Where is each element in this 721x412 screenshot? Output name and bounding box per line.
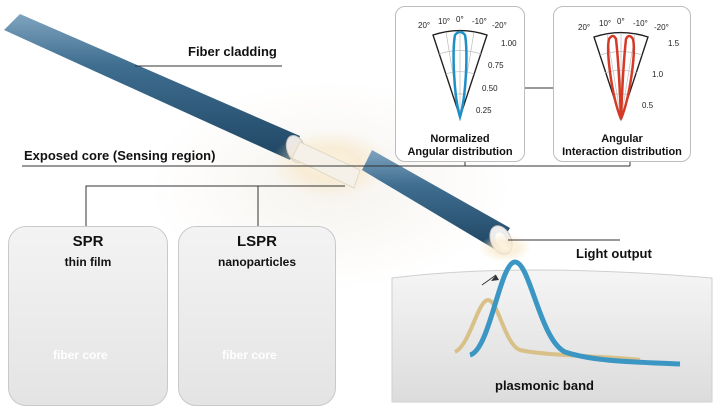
light-output-label: Light output [576, 246, 652, 261]
plasmonic-band-label: plasmonic band [495, 378, 594, 393]
radial-tick: 0.25 [476, 106, 492, 115]
output-glow [479, 234, 531, 262]
angle-tick: 10° [599, 19, 612, 28]
connector-lines [22, 65, 631, 241]
angle-tick: 0° [456, 15, 464, 24]
radial-tick: 1.5 [668, 39, 680, 48]
interaction-caption-line1: Angular [601, 133, 643, 145]
normalized-polar-plot [432, 29, 488, 122]
angle-tick: -20° [492, 21, 507, 30]
interaction-lobe-right [619, 34, 636, 120]
spr-panel: SPR thin film [8, 226, 168, 406]
plasmonic-band-area [391, 259, 713, 403]
radial-tick: 1.0 [652, 70, 664, 79]
radial-tick: 0.50 [482, 84, 498, 93]
fiber-cladding-label: Fiber cladding [188, 44, 277, 59]
angle-tick: 20° [418, 21, 431, 30]
interaction-angular-inset: 20° 10° 0° -10° -20° 1.5 1.0 0.5 Angular… [553, 6, 691, 162]
angle-tick: -10° [633, 19, 648, 28]
lspr-core-label: fiber core [222, 348, 277, 362]
normalized-caption-line2: Angular distribution [407, 146, 513, 158]
lspr-panel: LSPR nanoparticles [178, 226, 336, 406]
fiber-cladding-segment [4, 14, 307, 164]
radial-tick: 0.75 [488, 61, 504, 70]
angle-tick: -10° [472, 17, 487, 26]
normalized-angular-inset: 20° 10° 0° -10° -20° 1.00 0.75 0.50 0.25… [395, 6, 525, 162]
angle-tick: 0° [617, 17, 625, 26]
radial-tick: 1.00 [501, 39, 517, 48]
normalized-lobe [452, 30, 468, 122]
normalized-caption-line1: Normalized [430, 133, 490, 145]
interaction-caption-line2: Interaction distribution [562, 146, 682, 158]
lspr-subtitle: nanoparticles [217, 255, 297, 269]
radial-tick: 0.5 [642, 101, 654, 110]
spr-branch-line [85, 185, 345, 226]
exposed-core [291, 141, 361, 189]
angle-tick: 10° [438, 17, 451, 26]
spr-core-label: fiber core [53, 348, 108, 362]
spr-title: SPR [72, 233, 104, 250]
angle-tick: -20° [654, 23, 669, 32]
angle-tick: 20° [578, 23, 591, 32]
lspr-title: LSPR [236, 233, 277, 250]
interaction-polar-plot [593, 31, 649, 122]
interaction-lobe-left [606, 34, 623, 120]
spr-subtitle: thin film [64, 255, 112, 269]
blue-resonance-curve [468, 259, 681, 367]
exposed-core-label: Exposed core (Sensing region) [24, 148, 216, 163]
